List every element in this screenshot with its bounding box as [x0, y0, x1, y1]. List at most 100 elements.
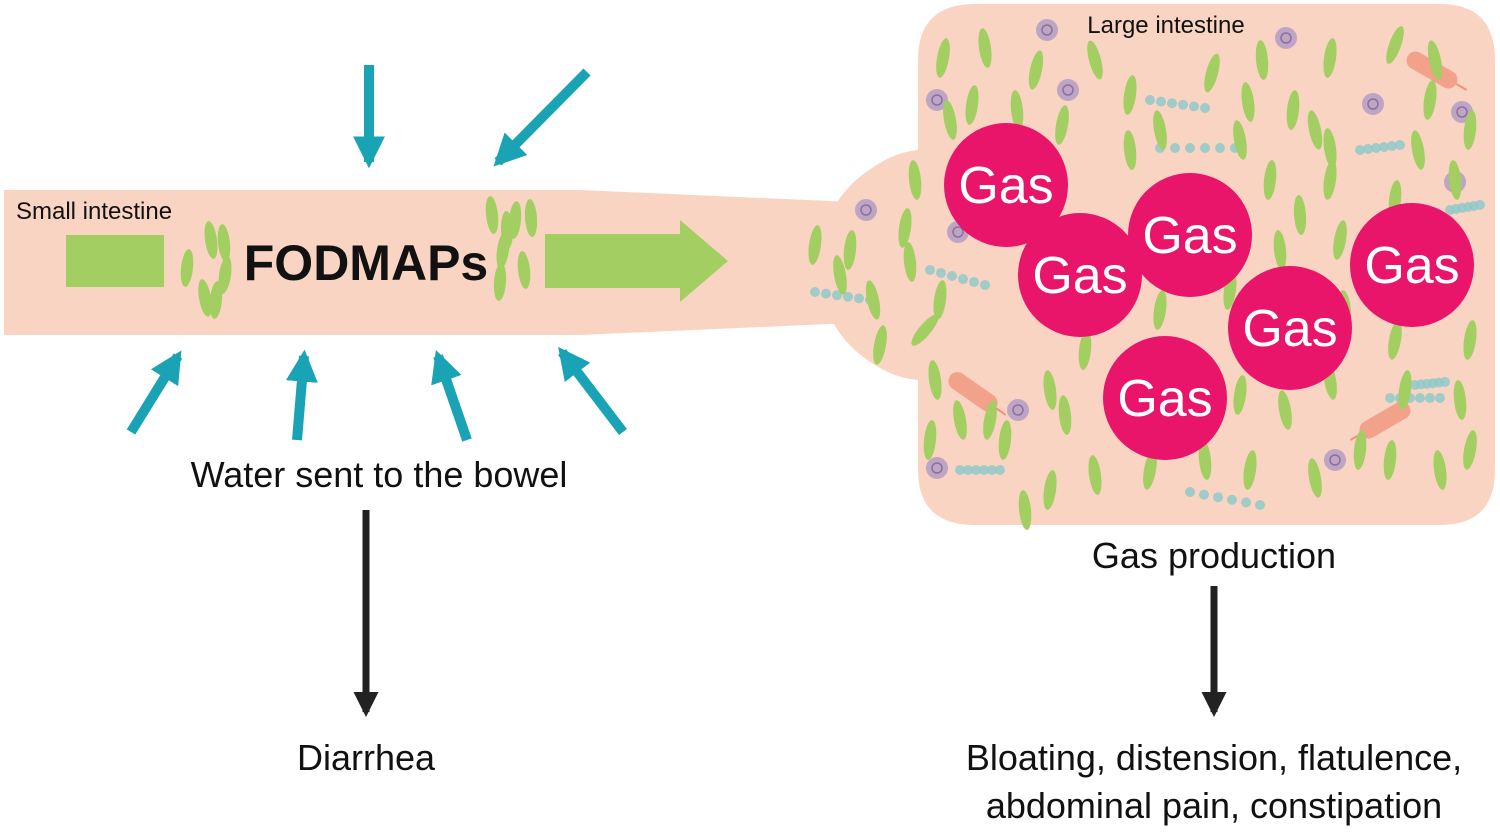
fodmap-block-left — [66, 235, 164, 287]
bacteria-chain — [1445, 200, 1485, 215]
fodmap-particle — [1078, 330, 1092, 370]
fodmap-particle — [1058, 395, 1072, 435]
fodmap-particle — [1411, 130, 1425, 170]
gas-bubble-label: Gas — [1032, 247, 1127, 305]
fodmap-particle — [1433, 450, 1447, 490]
fodmap-particle — [1010, 90, 1024, 130]
fodmap-particle — [911, 314, 939, 346]
water-arrow-bottom-3 — [431, 349, 472, 442]
fodmap-particle — [524, 199, 538, 237]
fodmap-particle — [1243, 450, 1257, 490]
gas-bubble: Gas — [1350, 203, 1474, 327]
fodmap-particle — [933, 280, 947, 320]
fodmap-particle — [1018, 490, 1032, 530]
fodmap-particle — [1278, 390, 1292, 430]
bacteria-cell — [1057, 79, 1079, 101]
fodmap-particle — [1423, 80, 1437, 120]
gas-bubble: Gas — [1018, 213, 1142, 337]
fodmap-particle — [1323, 38, 1337, 78]
fodmap-particle — [1463, 430, 1477, 470]
large-intestine-label: Large intestine — [1087, 12, 1244, 39]
fodmap-particle — [209, 281, 223, 319]
fodmap-particle — [865, 280, 881, 320]
water-arrows — [126, 65, 627, 442]
fodmap-particle — [1233, 120, 1247, 160]
fodmap-particle — [898, 208, 912, 248]
fodmap-particle — [517, 251, 531, 289]
fodmap-particle — [1263, 160, 1277, 200]
fodmap-particle — [923, 420, 937, 460]
fodmap-particle — [493, 263, 507, 301]
fodmap-particle — [1333, 220, 1347, 260]
fodmap-particle — [808, 225, 822, 265]
bacteria-cell — [1362, 93, 1384, 115]
fodmap-particle — [903, 242, 917, 282]
water-arrow-bottom-2 — [285, 349, 318, 441]
water-arrow-bottom-1 — [126, 350, 183, 435]
fodmap-particle — [1153, 290, 1167, 330]
bacteria-chain — [955, 465, 1005, 475]
fodmap-particle — [1123, 75, 1137, 115]
fodmap-particle — [204, 221, 218, 259]
fodmap-particle — [1353, 430, 1367, 470]
fodmap-particle — [1273, 230, 1287, 270]
water-label: Water sent to the bowel — [191, 454, 568, 495]
bacteria-chain — [1155, 143, 1240, 153]
fodmap-particle — [998, 420, 1012, 460]
symptoms-label-line2: abdominal pain, constipation — [986, 785, 1442, 826]
gas-bubble-label: Gas — [1142, 207, 1237, 265]
fodmap-particle — [1153, 110, 1167, 150]
fodmap-particle — [1198, 440, 1212, 480]
fodmap-particle — [1398, 370, 1412, 410]
bacteria-chain — [1145, 95, 1210, 113]
symptoms-label-line1: Bloating, distension, flatulence, — [966, 737, 1462, 778]
fodmap-particle — [1383, 440, 1397, 480]
gas-bubbles: Gas Gas Gas Gas Gas Gas — [944, 123, 1474, 460]
gas-bubble-label: Gas — [1242, 300, 1337, 358]
bacteria-chain — [1185, 487, 1265, 510]
fodmap-particle — [217, 224, 231, 262]
gas-bubble: Gas — [1228, 266, 1352, 390]
fodmap-particle — [1463, 110, 1477, 150]
fodmap-particle — [1293, 195, 1307, 235]
fodmap-particle — [965, 85, 979, 125]
fodmap-particle — [1055, 105, 1069, 145]
fodmap-particle — [873, 325, 887, 365]
fodmap-particle — [1427, 40, 1443, 80]
small-intestine-label: Small intestine — [16, 198, 172, 225]
bacteria-cell — [1324, 449, 1346, 471]
bacteria-cell — [1275, 27, 1297, 49]
fodmap-particle — [1388, 320, 1402, 360]
fodmaps-label: FODMAPs — [244, 235, 488, 291]
gas-bubble-label: Gas — [1364, 237, 1459, 295]
fodmap-particle — [1028, 50, 1044, 90]
bacteria-cell — [926, 89, 948, 111]
bacteria-cell — [855, 199, 877, 221]
bacteria-cell — [926, 457, 948, 479]
gas-bubble: Gas — [944, 123, 1068, 247]
gas-bubble: Gas — [1128, 173, 1252, 297]
fodmap-particle — [1308, 458, 1322, 498]
fodmap-particle — [1323, 160, 1337, 200]
bacteria-chain — [925, 265, 990, 290]
fodmap-particle — [1204, 53, 1220, 93]
diarrhea-label: Diarrhea — [297, 737, 436, 778]
fodmap-particle — [180, 249, 194, 287]
fodmap-particle — [928, 360, 942, 400]
fodmap-particle — [953, 400, 967, 440]
fodmap-particle — [843, 230, 857, 270]
fodmap-particle — [908, 160, 922, 200]
fodmap-particle — [218, 256, 232, 294]
fodmap-particle — [1143, 450, 1157, 490]
fodmap-particle — [1233, 375, 1247, 415]
fodmap-particle — [1307, 110, 1323, 150]
fodmap-particle — [1241, 82, 1255, 122]
fodmap-particle — [1323, 128, 1337, 168]
fodmap-particle — [1448, 160, 1462, 200]
fodmap-particle — [1255, 40, 1269, 80]
fodmap-particle — [500, 211, 514, 249]
gas-production-label: Gas production — [1092, 535, 1336, 576]
bacteria-chain — [1410, 377, 1450, 390]
water-arrow-bottom-4 — [558, 346, 627, 436]
